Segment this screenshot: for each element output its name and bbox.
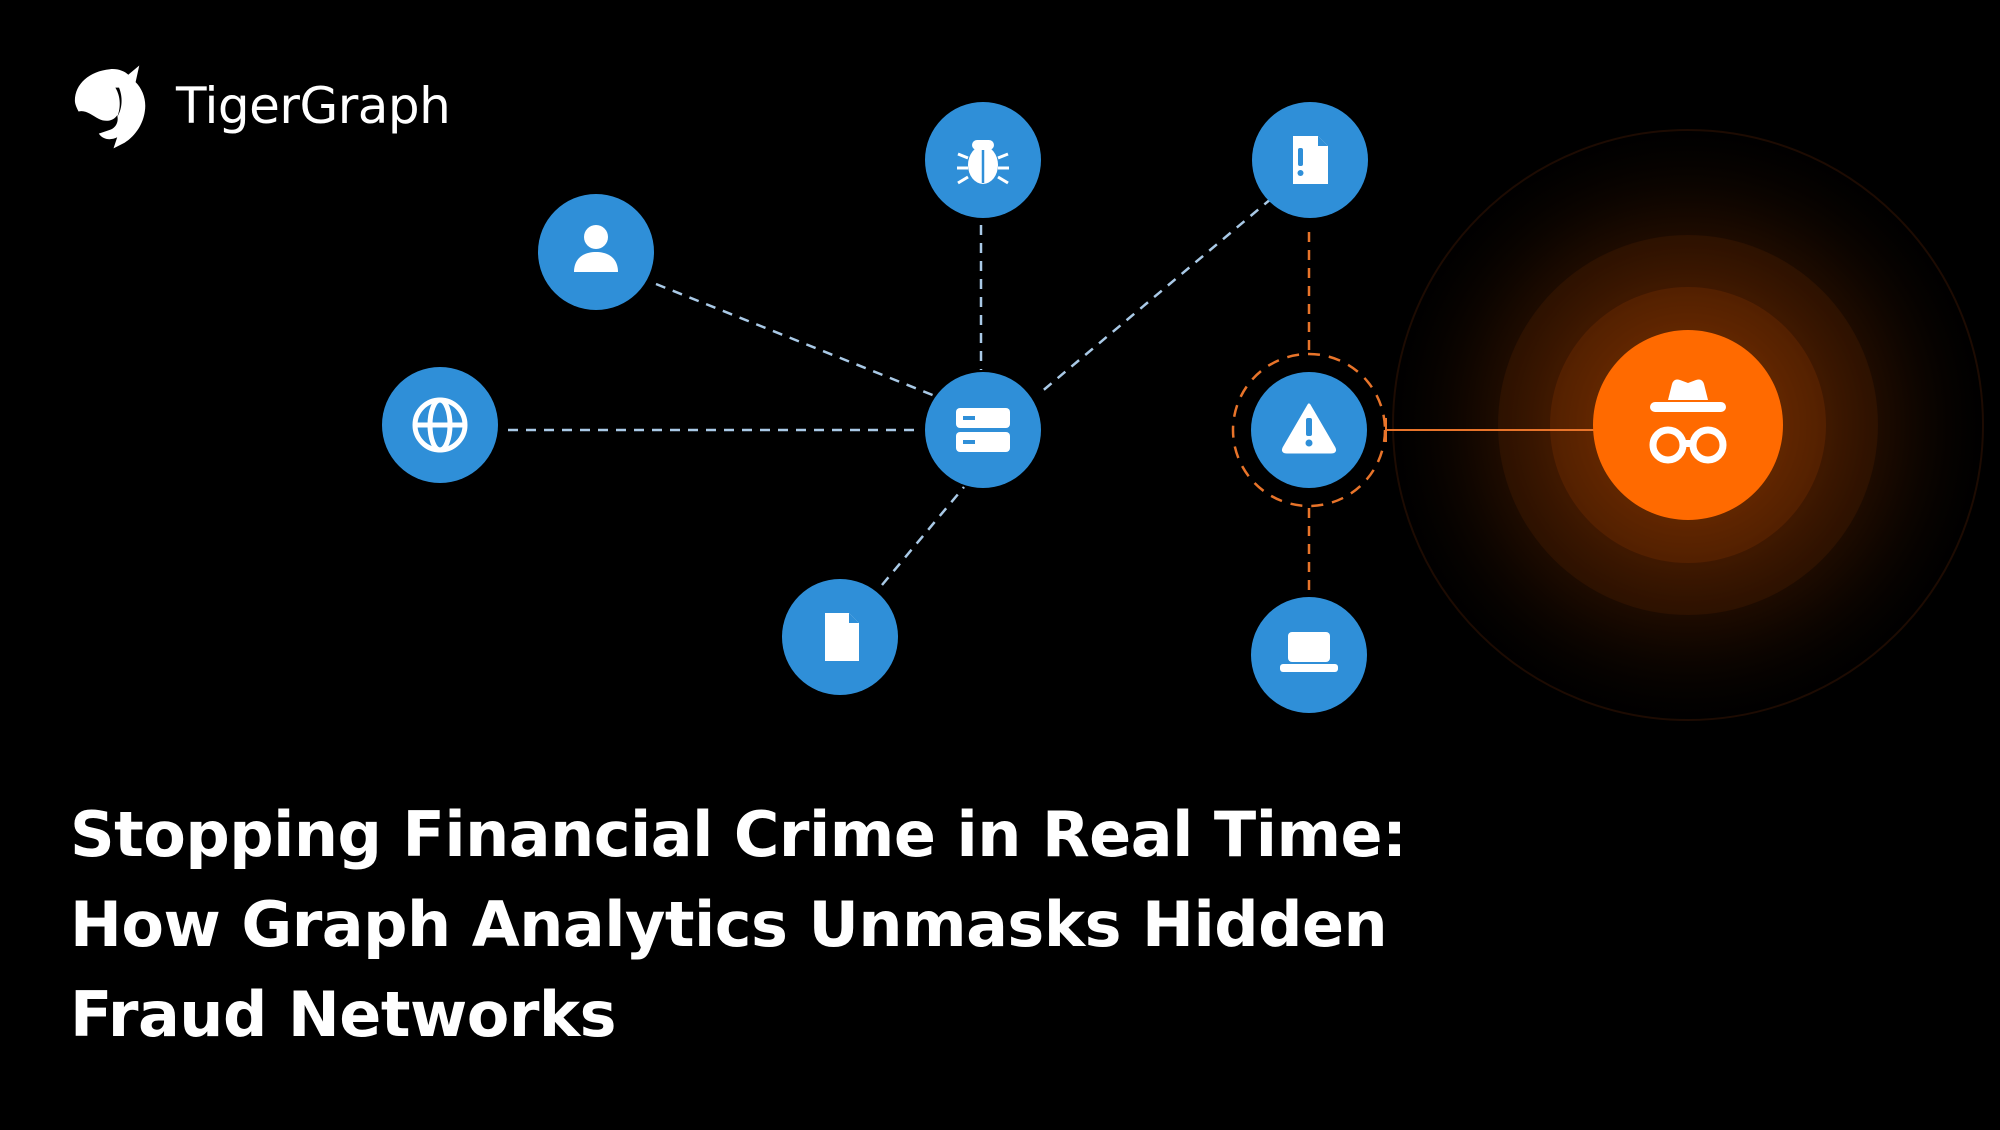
node-alert-document[interactable] [1252,102,1368,218]
node-document[interactable] [782,579,898,695]
node-person[interactable] [538,194,654,310]
bug-icon [957,140,1009,185]
brand-name: TigerGraph [176,77,451,135]
globe-icon [412,397,468,453]
headline-line-3: Fraud Networks [70,978,617,1051]
person-icon [574,225,618,272]
node-bug[interactable] [925,102,1041,218]
headline-line-2: How Graph Analytics Unmasks Hidden [70,888,1388,961]
headline: Stopping Financial Crime in Real Time: H… [70,790,1470,1060]
incognito-spy-icon [1649,379,1727,464]
node-laptop[interactable] [1251,597,1367,713]
node-warning[interactable] [1251,372,1367,488]
network-edges [508,197,1273,586]
edge-document-server [881,486,965,586]
node-globe[interactable] [382,367,498,483]
brand-logo[interactable]: TigerGraph [62,58,451,154]
document-alert-icon [1293,136,1328,184]
warning-triangle-icon [1281,403,1337,454]
edge-alertdoc-server [1039,197,1273,394]
tiger-head-icon [74,65,146,149]
headline-line-1: Stopping Financial Crime in Real Time: [70,798,1407,871]
warning-dashed-ring [1231,352,1387,508]
document-icon [825,613,859,661]
edge-person-server [655,282,936,398]
node-fraudster[interactable] [1593,330,1783,520]
node-server[interactable] [925,372,1041,488]
fraud-network-graph [382,102,1988,725]
laptop-icon [1280,632,1338,672]
server-icon [956,408,1010,452]
